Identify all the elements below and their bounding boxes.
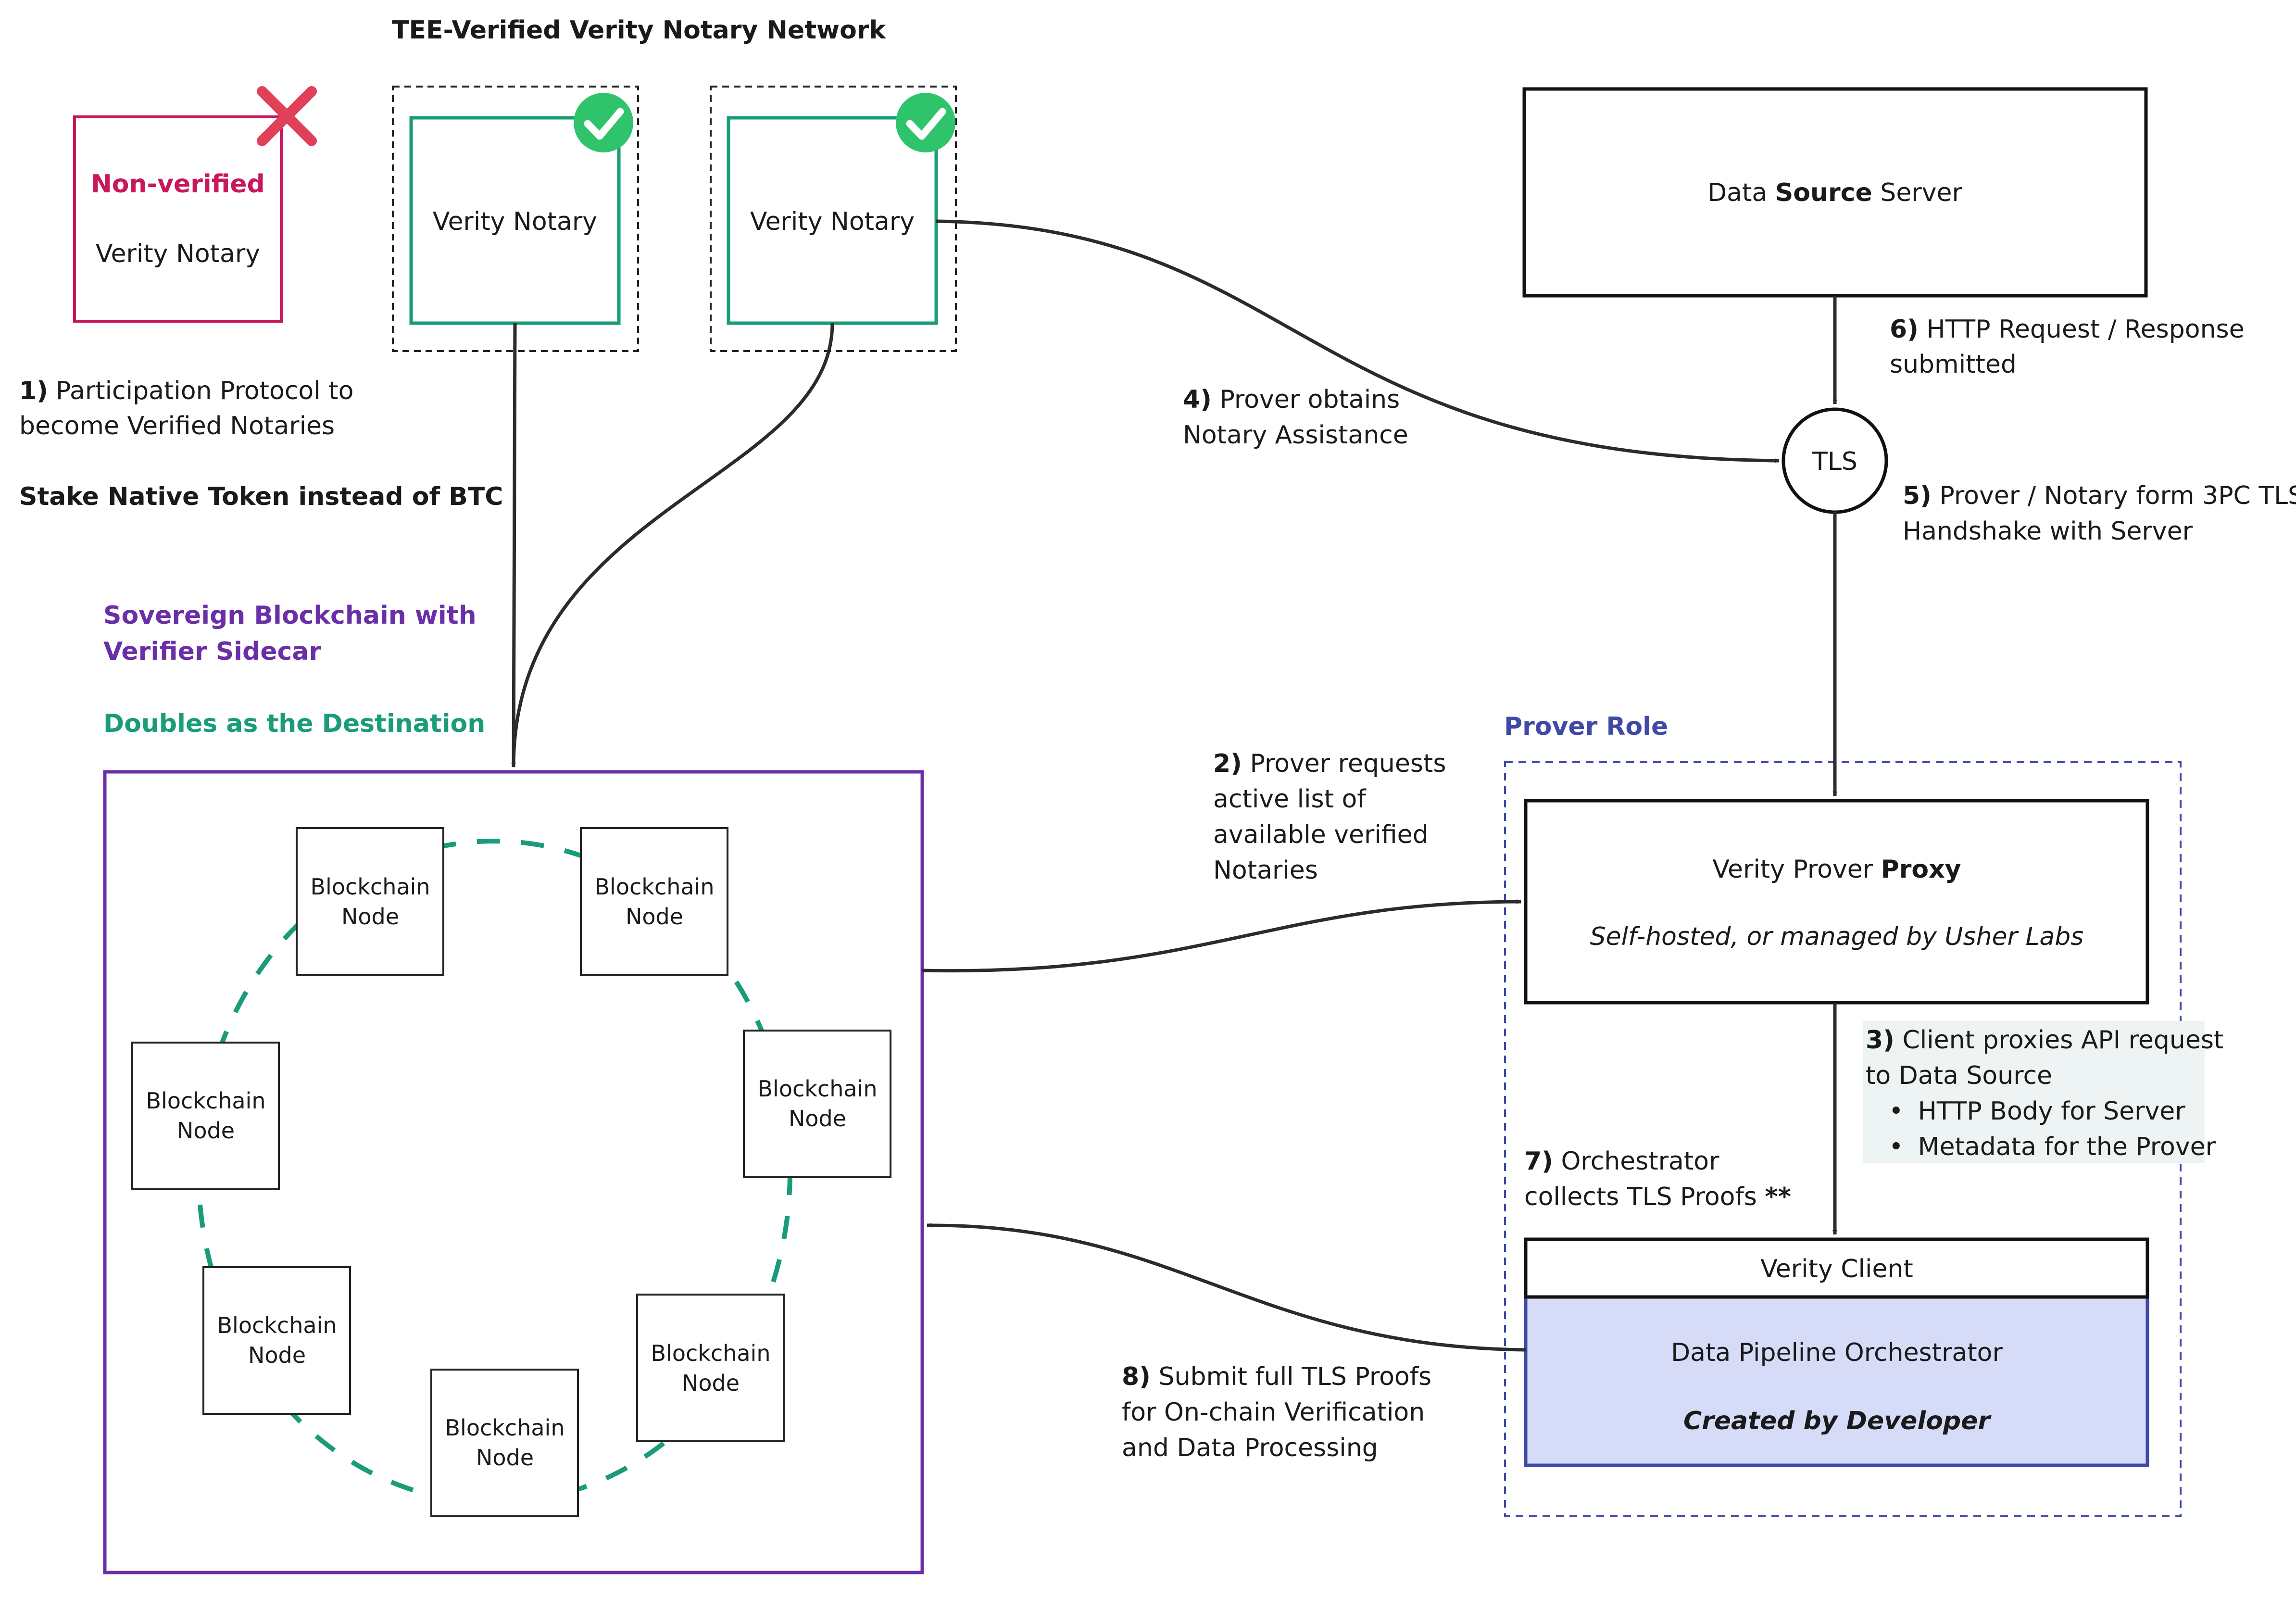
verified-notary-1: Verity Notary <box>392 86 639 352</box>
verity-client-label: Verity Client <box>1760 1255 1913 1284</box>
step-1-label: 1) Participation Protocol to become Verif… <box>19 377 503 511</box>
step-1-line-2: become Verified Notaries <box>19 412 335 441</box>
blockchain-node: Blockchain Node <box>430 1369 579 1517</box>
step-2-line-1: 2) Prover requests <box>1213 749 1446 778</box>
blockchain-node: Blockchain Node <box>296 827 444 976</box>
non-verified-label: Non-verified <box>91 170 265 199</box>
svg-text:Node: Node <box>341 904 399 930</box>
step-2-line-3: available verified <box>1213 820 1429 849</box>
verity-prover-proxy-label: Verity Prover Proxy <box>1712 855 1961 884</box>
network-title: TEE-Verified Verity Notary Network <box>392 16 886 45</box>
verified-notary-2: Verity Notary <box>710 86 957 352</box>
cross-icon <box>257 86 317 146</box>
tls-label: TLS <box>1812 447 1857 476</box>
data-pipeline-orchestrator-box <box>1524 1295 2149 1467</box>
non-verified-notary-box <box>73 115 283 323</box>
blockchain-node: Blockchain Node <box>580 827 728 976</box>
verified-notary-box-1 <box>409 116 621 325</box>
verified-notary-name-2: Verity Notary <box>750 207 915 236</box>
svg-text:Blockchain: Blockchain <box>217 1312 337 1338</box>
svg-text:Node: Node <box>476 1445 534 1471</box>
svg-text:Blockchain: Blockchain <box>595 874 715 900</box>
data-source-server-label: Data Source Server <box>1707 178 1962 207</box>
step-7-line-1: 7) Orchestrator <box>1524 1147 1719 1176</box>
step-3-line-1: 3) Client proxies API request <box>1866 1026 2223 1055</box>
svg-text:Node: Node <box>789 1106 846 1132</box>
blockchain-node: Blockchain Node <box>743 1030 891 1178</box>
step-7-line-2: collects TLS Proofs ** <box>1524 1183 1791 1211</box>
stake-note: Stake Native Token instead of BTC <box>19 482 503 511</box>
svg-text:Node: Node <box>177 1118 235 1144</box>
non-verified-notary: Non-verified Verity Notary <box>73 86 317 323</box>
step-1-text-1: Participation Protocol to <box>56 377 353 405</box>
verified-notary-box-2 <box>727 116 938 325</box>
verity-prover-proxy-subtitle: Self-hosted, or managed by Usher Labs <box>1590 922 2084 951</box>
blockchain-subtitle: Doubles as the Destination <box>103 709 485 738</box>
svg-text:Node: Node <box>626 904 683 930</box>
data-pipeline-orchestrator-label: Data Pipeline Orchestrator <box>1671 1338 2003 1367</box>
blockchain-node: Blockchain Node <box>636 1294 785 1442</box>
check-icon <box>574 93 633 152</box>
check-icon <box>896 93 955 152</box>
svg-text:Blockchain: Blockchain <box>445 1415 565 1441</box>
notary-to-tls-arrow <box>936 219 1780 463</box>
connectors <box>511 219 1837 1352</box>
step-3-bullet-2: •Metadata for the Prover <box>1889 1133 2216 1161</box>
svg-text:Blockchain: Blockchain <box>758 1076 878 1102</box>
step-2-line-2: active list of <box>1213 785 1367 814</box>
svg-text:Blockchain: Blockchain <box>311 874 430 900</box>
blockchain-to-proxy-arrow <box>922 899 1521 973</box>
svg-text:Node: Node <box>682 1370 740 1396</box>
step-5-line-1: 5) Prover / Notary form 3PC TLS <box>1903 481 2296 510</box>
step-4-line-1: 4) Prover obtains <box>1183 385 1400 414</box>
blockchain-node: Blockchain Node <box>131 1042 280 1190</box>
notary-1-to-blockchain-arrow <box>511 323 517 768</box>
step-1-line-1: 1) Participation Protocol to <box>19 377 353 405</box>
prover-role-title: Prover Role <box>1504 712 1668 741</box>
step-6-line-2: submitted <box>1890 350 2017 379</box>
non-verified-notary-name: Verity Notary <box>96 239 260 268</box>
orchestrator-to-blockchain-arrow <box>927 1222 1526 1352</box>
step-3-bullet-1: •HTTP Body for Server <box>1889 1097 2185 1126</box>
notary-2-to-blockchain-arrow <box>511 323 834 768</box>
step-3-line-2: to Data Source <box>1866 1061 2052 1090</box>
verity-client-box <box>1524 1237 2149 1299</box>
step-8-line-2: for On-chain Verification <box>1122 1398 1425 1427</box>
verified-notary-name-1: Verity Notary <box>433 207 597 236</box>
data-source-server-box <box>1522 87 2148 298</box>
blockchain-node: Blockchain Node <box>202 1266 351 1415</box>
svg-text:Blockchain: Blockchain <box>146 1088 266 1114</box>
step-6-line-1: 6) HTTP Request / Response <box>1890 315 2245 344</box>
verity-prover-proxy-box <box>1524 799 2149 1005</box>
step-1-number: 1) <box>19 377 48 405</box>
step-8-line-1: 8) Submit full TLS Proofs <box>1122 1362 1431 1391</box>
blockchain-title-2: Verifier Sidecar <box>103 637 321 666</box>
blockchain-title-1: Sovereign Blockchain with <box>103 601 477 630</box>
step-4-line-2: Notary Assistance <box>1183 421 1408 450</box>
step-3-note-bg <box>1863 1021 2205 1163</box>
data-pipeline-orchestrator-subtitle: Created by Developer <box>1683 1407 1992 1435</box>
step-8-line-3: and Data Processing <box>1122 1434 1378 1462</box>
svg-text:Blockchain: Blockchain <box>651 1340 771 1366</box>
step-5-line-2: Handshake with Server <box>1903 517 2193 546</box>
step-2-line-4: Notaries <box>1213 856 1318 885</box>
svg-text:Node: Node <box>248 1342 306 1368</box>
